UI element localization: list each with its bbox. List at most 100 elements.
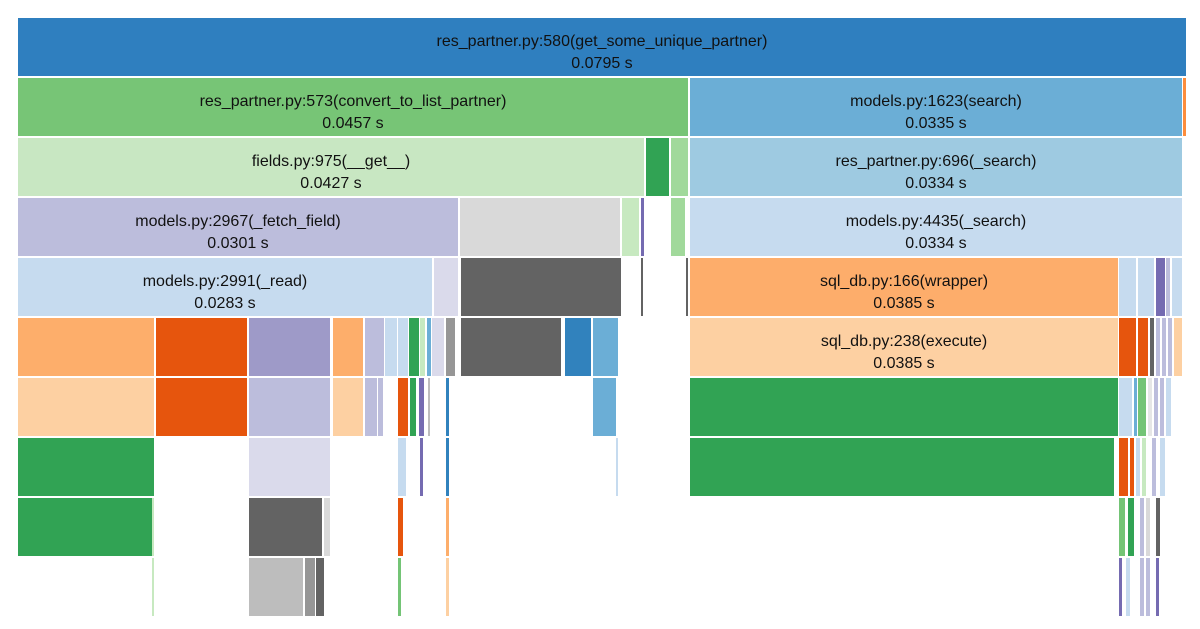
- flame-frame-small[interactable]: [446, 558, 449, 616]
- flame-frame-small[interactable]: [1150, 318, 1154, 376]
- flame-frame-small[interactable]: [1156, 558, 1159, 616]
- flame-frame-small[interactable]: [398, 318, 408, 376]
- flame-frame-small[interactable]: [1152, 438, 1156, 496]
- flame-frame-small[interactable]: [593, 318, 618, 376]
- flame-frame-partner_search[interactable]: [690, 138, 1182, 196]
- flame-frame-small[interactable]: [1128, 498, 1134, 556]
- flame-frame-small[interactable]: [622, 198, 639, 256]
- flame-frame-small[interactable]: [1166, 258, 1170, 316]
- flame-frame-small[interactable]: [461, 258, 621, 316]
- flame-frame-small[interactable]: [305, 558, 315, 616]
- flame-frame-small[interactable]: [1156, 318, 1160, 376]
- flame-frame-small[interactable]: [1119, 558, 1122, 616]
- flame-frame-small[interactable]: [420, 318, 425, 376]
- flame-frame-small[interactable]: [1162, 318, 1166, 376]
- flame-frame-small[interactable]: [398, 498, 403, 556]
- flame-frame-small[interactable]: [333, 318, 363, 376]
- flame-frame-read[interactable]: [18, 258, 432, 316]
- flame-frame-small[interactable]: [249, 378, 330, 436]
- flame-frame-small[interactable]: [1154, 378, 1158, 436]
- flame-frame-small[interactable]: [446, 498, 449, 556]
- flame-frame-small[interactable]: [1119, 378, 1132, 436]
- flame-frame-small[interactable]: [1136, 438, 1140, 496]
- flame-frame-small[interactable]: [1142, 438, 1146, 496]
- flame-frame-small[interactable]: [461, 318, 561, 376]
- flame-frame-small[interactable]: [1160, 378, 1164, 436]
- flame-frame-small[interactable]: [1138, 378, 1146, 436]
- flame-frame-small[interactable]: [1166, 378, 1171, 436]
- flame-frame-small[interactable]: [432, 318, 444, 376]
- flame-frame-small[interactable]: [316, 558, 324, 616]
- flame-frame-small[interactable]: [409, 318, 419, 376]
- flame-frame-small[interactable]: [398, 438, 406, 496]
- flame-frame-small[interactable]: [1138, 258, 1154, 316]
- flame-frame-small[interactable]: [420, 438, 423, 496]
- flame-frame-small[interactable]: [249, 318, 330, 376]
- flame-frame-small[interactable]: [446, 438, 449, 496]
- flame-frame-small[interactable]: [152, 558, 154, 616]
- flame-frame-small[interactable]: [152, 498, 154, 556]
- flame-frame-small[interactable]: [1168, 318, 1172, 376]
- flame-frame-small[interactable]: [460, 198, 620, 256]
- flame-frame-small[interactable]: [1140, 558, 1144, 616]
- flame-frame-small[interactable]: [18, 438, 154, 496]
- flame-frame-small[interactable]: [641, 258, 643, 316]
- flame-frame-small[interactable]: [156, 378, 247, 436]
- flame-frame-wrapper[interactable]: [690, 258, 1118, 316]
- flame-frame-small[interactable]: [1119, 258, 1136, 316]
- flame-frame-small[interactable]: [565, 318, 591, 376]
- flame-frame-small[interactable]: [446, 378, 449, 436]
- flame-frame-small[interactable]: [671, 198, 685, 256]
- flame-frame-small[interactable]: [1138, 318, 1148, 376]
- flame-frame-small[interactable]: [324, 498, 330, 556]
- flame-frame-small[interactable]: [1119, 318, 1136, 376]
- flame-frame-small[interactable]: [1134, 378, 1137, 436]
- flame-frame-small[interactable]: [398, 558, 401, 616]
- flame-frame-small[interactable]: [434, 258, 458, 316]
- flame-frame-small[interactable]: [410, 378, 416, 436]
- flame-frame-small[interactable]: [18, 498, 152, 556]
- flame-frame-root[interactable]: [18, 18, 1186, 76]
- flame-frame-small[interactable]: [446, 318, 455, 376]
- flame-frame-convert[interactable]: [18, 78, 688, 136]
- flame-frame-small[interactable]: [646, 138, 669, 196]
- flame-frame-small[interactable]: [365, 318, 384, 376]
- flame-frame-small[interactable]: [1156, 258, 1165, 316]
- flame-frame-execute[interactable]: [690, 318, 1118, 376]
- flame-frame-small[interactable]: [249, 438, 330, 496]
- flame-frame-small[interactable]: [1160, 438, 1165, 496]
- flame-frame-search1623[interactable]: [690, 78, 1182, 136]
- flame-frame-small[interactable]: [378, 378, 383, 436]
- flame-frame-small[interactable]: [690, 378, 1118, 436]
- flame-frame-small[interactable]: [690, 438, 1114, 496]
- flame-frame-small[interactable]: [385, 318, 397, 376]
- flame-frame-small[interactable]: [1119, 438, 1128, 496]
- flame-frame-small[interactable]: [1174, 318, 1182, 376]
- flame-frame-small[interactable]: [18, 318, 154, 376]
- flame-frame-get[interactable]: [18, 138, 644, 196]
- flame-frame-small[interactable]: [1126, 558, 1130, 616]
- flame-frame-small[interactable]: [1119, 498, 1125, 556]
- flame-frame-small[interactable]: [333, 378, 363, 436]
- flame-frame-small[interactable]: [156, 318, 247, 376]
- flame-frame-small[interactable]: [428, 378, 430, 436]
- flame-frame-small[interactable]: [419, 378, 424, 436]
- flame-frame-small[interactable]: [1156, 498, 1160, 556]
- flame-frame-small[interactable]: [398, 378, 408, 436]
- flame-frame-fetch_field[interactable]: [18, 198, 458, 256]
- flame-frame-search4435[interactable]: [690, 198, 1182, 256]
- flame-frame-small[interactable]: [1146, 498, 1150, 556]
- flame-frame-small[interactable]: [641, 198, 644, 256]
- flame-frame-small[interactable]: [1183, 78, 1186, 136]
- flame-frame-small[interactable]: [1172, 258, 1182, 316]
- flame-frame-small[interactable]: [249, 498, 322, 556]
- flame-frame-small[interactable]: [686, 258, 688, 316]
- flame-frame-small[interactable]: [1130, 438, 1134, 496]
- flame-frame-small[interactable]: [427, 318, 431, 376]
- flame-frame-small[interactable]: [365, 378, 377, 436]
- flame-frame-small[interactable]: [616, 438, 618, 496]
- flame-frame-small[interactable]: [671, 138, 688, 196]
- flame-frame-small[interactable]: [1148, 378, 1152, 436]
- flame-frame-small[interactable]: [249, 558, 303, 616]
- flame-frame-small[interactable]: [18, 378, 154, 436]
